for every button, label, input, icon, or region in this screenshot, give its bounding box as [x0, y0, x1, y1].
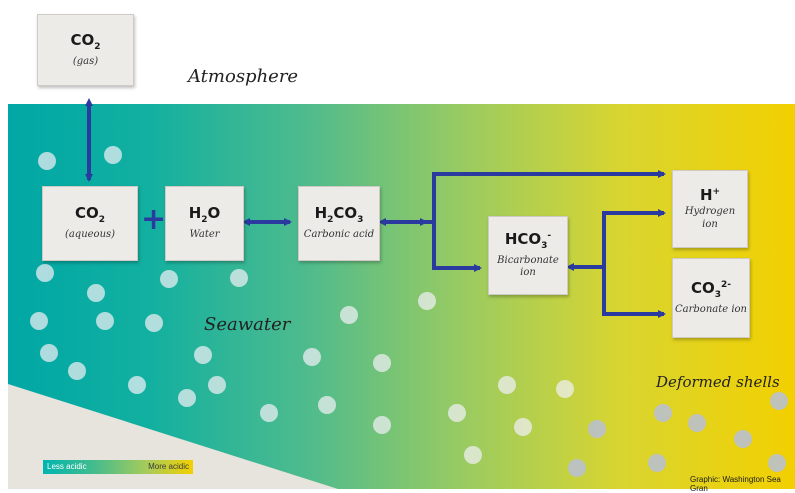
- bubble: [38, 152, 56, 170]
- co2-aqueous-label: (aqueous): [64, 229, 116, 241]
- acidity-scale-bar: Less acidic More acidic: [43, 460, 193, 474]
- bubble: [87, 284, 105, 302]
- bubble: [588, 420, 606, 438]
- bubble: [556, 380, 574, 398]
- bubble: [514, 418, 532, 436]
- bubble: [104, 146, 122, 164]
- bubble: [30, 312, 48, 330]
- credit-text: Graphic: Washington Sea Gran: [690, 475, 781, 493]
- hydrogen-ion-label-line1: Hydrogen: [684, 206, 736, 218]
- bubble: [128, 376, 146, 394]
- bubble: [260, 404, 278, 422]
- bubble: [654, 404, 672, 422]
- plus-sign: +: [141, 202, 167, 237]
- hydrogen-ion-box: H+ Hydrogen ion: [672, 170, 748, 248]
- arrow-to-bicarbonate: [432, 222, 482, 272]
- bicarbonate-label-line2: ion: [520, 267, 536, 279]
- bubble: [418, 292, 436, 310]
- hydrogen-ion-formula: H+: [699, 185, 721, 204]
- bubble: [230, 269, 248, 287]
- carbonate-ion-formula: CO32-: [690, 278, 732, 300]
- bubble: [373, 354, 391, 372]
- arrow-to-hydrogen: [426, 170, 666, 224]
- bicarbonate-label: Bicarbonate ion: [497, 255, 559, 280]
- bubble: [340, 306, 358, 324]
- bubble: [303, 348, 321, 366]
- bubble: [96, 312, 114, 330]
- bubble: [40, 344, 58, 362]
- atmosphere-label: Atmosphere: [188, 66, 299, 87]
- bubble: [734, 430, 752, 448]
- bubble: [178, 389, 196, 407]
- bubble: [208, 376, 226, 394]
- carbonate-ion-box: CO32- Carbonate ion: [672, 258, 750, 338]
- bubble: [194, 346, 212, 364]
- bubble: [145, 314, 163, 332]
- bicarbonate-label-line1: Bicarbonate: [497, 254, 559, 266]
- bubble: [160, 270, 178, 288]
- bubble: [688, 414, 706, 432]
- carbonic-acid-box: H2CO3 Carbonic acid: [298, 186, 380, 261]
- arrow-bicarb-carbonate: [602, 267, 666, 318]
- bubble: [648, 454, 666, 472]
- less-acidic-label: Less acidic: [47, 462, 87, 471]
- bicarbonate-formula: HCO3-: [504, 230, 552, 252]
- bubble: [68, 362, 86, 380]
- co2-gas-box: CO2 (gas): [37, 14, 134, 86]
- bubble: [464, 446, 482, 464]
- bubble: [768, 454, 786, 472]
- carbonic-acid-formula: H2CO3: [314, 204, 364, 226]
- arrow-bicarb-hydrogen: [602, 209, 666, 267]
- hydrogen-ion-label: Hydrogen ion: [685, 206, 735, 231]
- water-box: H2O Water: [165, 186, 244, 261]
- seawater-region: [8, 104, 795, 489]
- bubble: [498, 376, 516, 394]
- bubble: [318, 396, 336, 414]
- water-formula: H2O: [188, 204, 221, 226]
- seawater-label: Seawater: [204, 314, 291, 335]
- bubble: [36, 264, 54, 282]
- co2-gas-label: (gas): [72, 55, 99, 67]
- co2-aqueous-formula: CO2: [74, 204, 106, 226]
- carbonic-acid-label: Carbonic acid: [303, 229, 375, 241]
- co2-gas-formula: CO2: [70, 30, 101, 52]
- hydrogen-ion-label-line2: ion: [702, 218, 718, 230]
- bubble: [568, 459, 586, 477]
- bubble: [373, 416, 391, 434]
- carbonate-ion-label: Carbonate ion: [675, 303, 747, 315]
- deformed-shells-label: Deformed shells: [656, 373, 780, 391]
- co2-aqueous-box: CO2 (aqueous): [42, 186, 138, 261]
- bicarbonate-box: HCO3- Bicarbonate ion: [488, 216, 568, 295]
- water-label: Water: [189, 229, 220, 241]
- more-acidic-label: More acidic: [148, 462, 189, 471]
- bubble: [770, 392, 788, 410]
- bubble: [448, 404, 466, 422]
